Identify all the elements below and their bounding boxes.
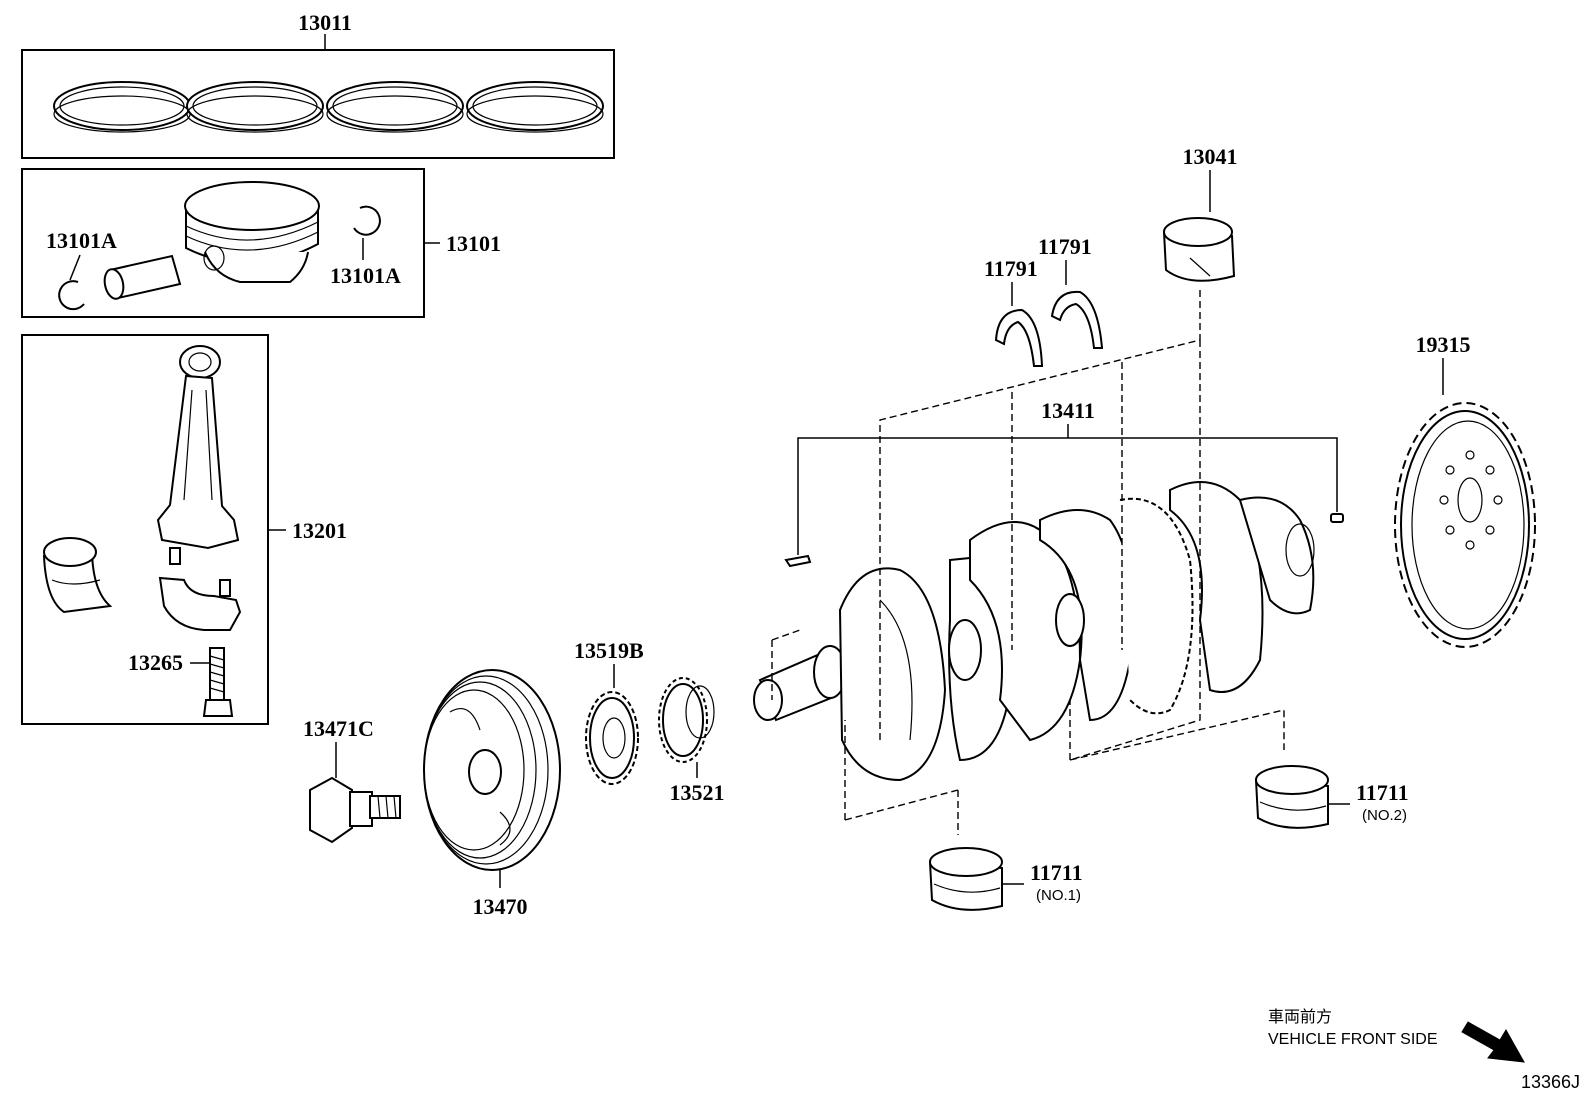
part-13519B-label[interactable]: 13519B [574, 638, 644, 663]
crankshaft-icon [753, 481, 1315, 782]
part-11711-no1-sub: (NO.1) [1036, 887, 1081, 904]
part-13101A-right-label[interactable]: 13101A [330, 263, 401, 288]
oil-pump-gear-icon [658, 677, 715, 763]
main-bearing-no1-icon [928, 847, 1003, 911]
vehicle-front-english: VEHICLE FRONT SIDE [1268, 1031, 1438, 1048]
crankshaft-dashed-guides [771, 290, 1285, 835]
part-13521-label[interactable]: 13521 [670, 780, 725, 805]
crankshaft-pulley-icon [423, 669, 561, 871]
thrust-washer-icon [994, 290, 1104, 367]
main-bearing-upper-icon [1162, 217, 1236, 282]
vehicle-front-japanese: 車両前方 [1268, 1008, 1332, 1026]
part-11791-a-label[interactable]: 11791 [984, 256, 1038, 281]
timing-sprocket-icon [585, 691, 639, 785]
crank-key-icon [784, 513, 1344, 568]
part-11711-no1-label[interactable]: 11711 [1030, 860, 1083, 885]
part-13011-label[interactable]: 13011 [298, 10, 352, 35]
part-13101-label[interactable]: 13101 [446, 231, 501, 256]
piston-pin-icon [103, 254, 182, 300]
part-11791-b-label[interactable]: 11791 [1038, 234, 1092, 259]
connecting-rod-bearing-icon [42, 537, 113, 614]
piston-ring-icon [53, 81, 604, 133]
part-19315-label[interactable]: 19315 [1416, 332, 1471, 357]
part-11711-no2-label[interactable]: 11711 [1356, 780, 1409, 805]
part-13101A-left-label[interactable]: 13101A [46, 228, 117, 253]
connecting-rod-bolt-icon [202, 647, 234, 717]
part-13411-label[interactable]: 13411 [1041, 398, 1095, 423]
crankshaft-leader-bracket [797, 437, 1338, 555]
snap-ring-icon [58, 205, 381, 311]
part-13470-label[interactable]: 13470 [473, 894, 528, 919]
part-13471C-label[interactable]: 13471C [303, 716, 374, 741]
piston-icon [184, 181, 320, 283]
connecting-rod-icon [156, 345, 242, 631]
main-bearing-no2-icon [1254, 765, 1329, 829]
part-11711-no2-sub: (NO.2) [1362, 807, 1407, 824]
piston-ring-group-box [21, 49, 615, 159]
timing-rotor-icon [1394, 402, 1536, 648]
part-13265-label[interactable]: 13265 [128, 650, 183, 675]
pulley-bolt-icon [309, 776, 401, 844]
vehicle-front-arrow-icon [1461, 1021, 1525, 1063]
figure-reference: 13366J [1521, 1072, 1580, 1092]
part-13201-label[interactable]: 13201 [292, 518, 347, 543]
part-13041-label[interactable]: 13041 [1183, 144, 1238, 169]
